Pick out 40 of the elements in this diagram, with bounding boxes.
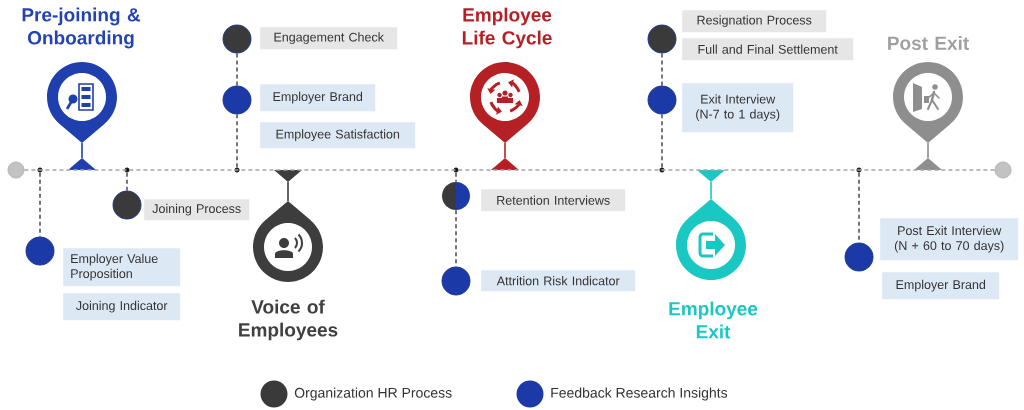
label-box: Resignation Process bbox=[682, 10, 827, 33]
label-box: Employer Value Proposition bbox=[63, 248, 181, 287]
label-box: Retention Interviews bbox=[481, 189, 626, 212]
circle-marker bbox=[647, 85, 677, 115]
label-box: Employee Satisfaction bbox=[260, 122, 416, 149]
circle-marker bbox=[844, 242, 874, 272]
heading: Voice of Employees bbox=[239, 299, 338, 341]
connector-line bbox=[455, 172, 457, 183]
heading: Employee Life Cycle bbox=[462, 7, 552, 49]
connector-line bbox=[126, 172, 128, 192]
connector-line bbox=[661, 113, 663, 168]
connector-line bbox=[236, 113, 238, 168]
circle-marker bbox=[222, 24, 252, 54]
split-circle-marker bbox=[442, 182, 470, 210]
label-box: Attrition Risk Indicator bbox=[481, 270, 636, 292]
timeline bbox=[23, 169, 996, 171]
label-box: Employer Brand bbox=[260, 84, 376, 112]
circle-marker bbox=[441, 266, 471, 296]
legend-text: Organization HR Process bbox=[294, 387, 452, 401]
label-box: Joining Indicator bbox=[63, 293, 181, 321]
circle-marker bbox=[25, 236, 55, 266]
end-circle bbox=[7, 161, 25, 179]
connector-line bbox=[455, 209, 457, 268]
label-box: Exit Interview (N-7 to 1 days) bbox=[682, 83, 794, 133]
label-box: Full and Final Settlement bbox=[682, 38, 854, 61]
heading: Employee Exit bbox=[669, 301, 758, 339]
connector-line bbox=[39, 172, 41, 238]
heading: Pre-joining & Onboarding bbox=[22, 7, 141, 49]
connector-line bbox=[236, 52, 238, 87]
legend-text: Feedback Research Insights bbox=[551, 387, 728, 401]
circle-marker bbox=[647, 24, 677, 54]
connector-line bbox=[661, 52, 663, 87]
label-box: Post Exit Interview (N + 60 to 70 days) bbox=[880, 218, 1019, 261]
label-box: Engagement Check bbox=[260, 27, 398, 50]
label-box: Employer Brand bbox=[882, 272, 1000, 300]
circle-marker bbox=[112, 190, 142, 220]
heading: Post Exit bbox=[888, 36, 969, 50]
circle-marker bbox=[222, 85, 252, 115]
end-circle bbox=[994, 161, 1012, 179]
label-box: Joining Process bbox=[144, 199, 250, 221]
